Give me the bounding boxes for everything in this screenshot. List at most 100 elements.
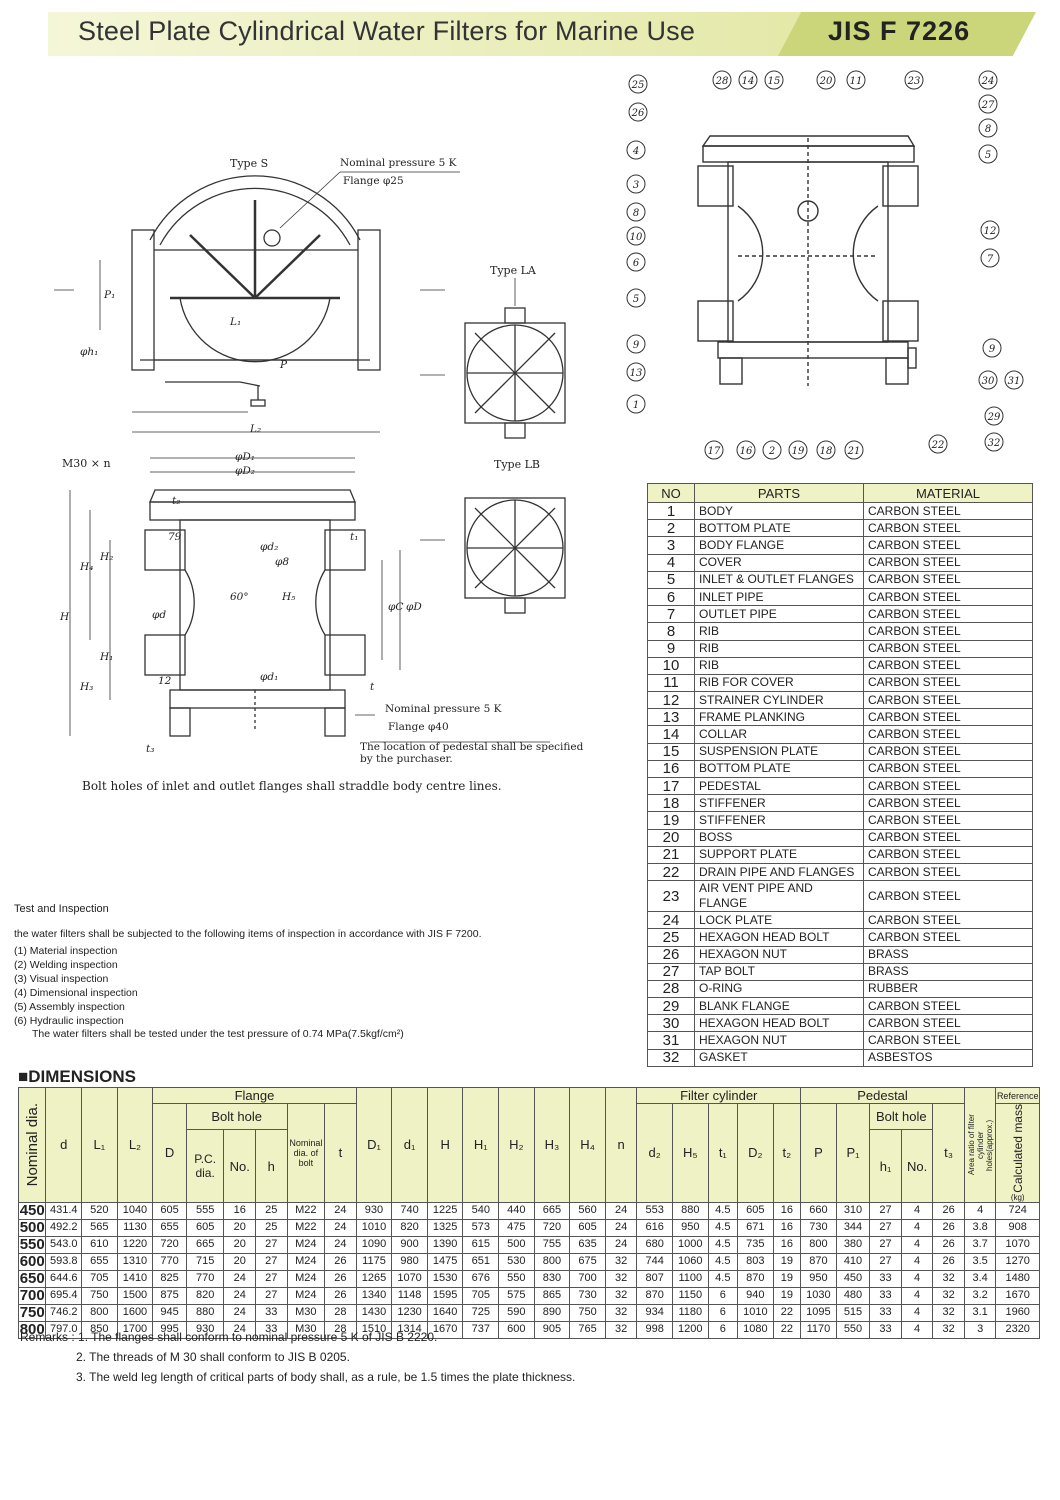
part-name: INLET PIPE [694, 587, 864, 607]
dimension-cell: 26 [324, 1252, 357, 1271]
part-material: CARBON STEEL [863, 536, 1033, 555]
balloon-circle [984, 406, 1004, 426]
dimension-cell: 27 [869, 1252, 902, 1271]
dimension-cell: 880 [185, 1303, 225, 1322]
balloon-label: 32 [988, 438, 1001, 449]
col-D2: D₂ [737, 1103, 774, 1203]
dimension-cell: 16 [772, 1235, 802, 1254]
dimension-cell: 4 [900, 1303, 934, 1322]
dimension-cell: 605 [737, 1201, 774, 1220]
col-P: P [800, 1103, 837, 1203]
dimension-label: t₁ [350, 531, 358, 543]
dimension-cell: 25 [254, 1201, 288, 1220]
balloon-circle [704, 440, 724, 460]
dimension-cell: 1200 [671, 1320, 709, 1339]
dimension-cell: 1595 [426, 1286, 464, 1305]
dimension-cell: 22 [772, 1320, 802, 1339]
flange-bottom: Flange φ40 [388, 721, 449, 733]
balloon-label: 15 [768, 76, 781, 87]
dimension-cell: 3 [963, 1320, 997, 1339]
balloon-circle [984, 432, 1004, 452]
part-name: RIB [694, 656, 864, 675]
nominal-dia-cell: 450 [17, 1201, 47, 1220]
part-number: 31 [647, 1031, 695, 1050]
dimension-cell: 660 [800, 1201, 837, 1220]
dimension-cell: 820 [185, 1286, 225, 1305]
dimension-cell: 32 [932, 1320, 965, 1339]
balloon-label: 25 [631, 80, 645, 91]
part-material: CARBON STEEL [863, 1031, 1033, 1050]
dimension-cell: 24 [604, 1218, 638, 1237]
dimension-cell: 1430 [355, 1303, 393, 1322]
dimension-cell: 870 [800, 1252, 837, 1271]
balloon-label: 31 [1008, 376, 1021, 387]
dimensions-title: ■DIMENSIONS [18, 1067, 136, 1086]
part-material: CARBON STEEL [863, 862, 1033, 882]
inspection-item: (6) Hydraulic inspection [14, 1015, 124, 1027]
balloon-circle [626, 226, 646, 246]
dimension-cell: M24 [286, 1269, 326, 1288]
part-name: PEDESTAL [694, 776, 864, 796]
dimension-cell: 4 [900, 1201, 934, 1220]
part-name: HEXAGON HEAD BOLT [694, 928, 864, 947]
dimension-cell: 730 [569, 1286, 606, 1305]
dimension-label: t₃ [146, 743, 154, 755]
part-number: 10 [647, 656, 695, 675]
part-name: SUSPENSION PLATE [694, 742, 864, 761]
balloon-label: 24 [981, 76, 995, 87]
dimension-cell: 724 [995, 1201, 1040, 1220]
dimension-label: φd₁ [260, 671, 278, 683]
dimension-cell: 520 [81, 1201, 118, 1220]
dimension-cell: 565 [81, 1218, 118, 1237]
dimension-cell: 930 [185, 1320, 225, 1339]
balloon-label: 11 [850, 76, 863, 87]
part-name: COVER [694, 553, 864, 572]
part-material: BRASS [863, 962, 1033, 981]
inspection-item: (1) Material inspection [14, 945, 118, 957]
standard-code: JIS F 7226 [828, 16, 971, 46]
part-name: BODY FLANGE [694, 536, 864, 555]
dimension-cell: 1010 [737, 1303, 774, 1322]
balloon-label: 12 [984, 226, 997, 237]
type-la-label: Type LA [490, 264, 536, 277]
dimension-cell: 431.4 [45, 1201, 83, 1220]
dimension-cell: 1220 [116, 1235, 154, 1254]
dimension-cell: 450 [835, 1269, 871, 1288]
pedestal-note-1: The location of pedestal shall be specif… [360, 741, 584, 753]
inspection-item: (5) Assembly inspection [14, 1001, 125, 1013]
dimension-cell: 27 [254, 1235, 288, 1254]
dimension-cell: 4 [900, 1320, 934, 1339]
dimension-cell: 1530 [426, 1269, 464, 1288]
dimension-cell: 807 [636, 1269, 673, 1288]
col-P1: P₁ [835, 1103, 871, 1203]
part-number: 20 [647, 828, 695, 847]
dimension-cell: 720 [533, 1218, 571, 1237]
dimension-cell: 553 [636, 1201, 673, 1220]
balloon-circle [904, 70, 924, 90]
part-name: AIR VENT PIPE AND FLANGE [694, 880, 864, 913]
dimension-cell: 1080 [737, 1320, 774, 1339]
dimension-cell: 515 [835, 1303, 871, 1322]
balloon-label: 1 [633, 400, 639, 411]
part-material: CARBON STEEL [863, 776, 1033, 796]
dimension-cell: 3.8 [963, 1218, 997, 1237]
part-number: 1 [647, 501, 695, 521]
part-name: BLANK FLANGE [694, 997, 864, 1016]
dimension-cell: M24 [286, 1286, 326, 1305]
dimension-cell: 750 [569, 1303, 606, 1322]
col-d: d [45, 1087, 83, 1203]
dimension-label: φd [152, 609, 166, 621]
dimension-cell: 1000 [671, 1235, 709, 1254]
part-name: BOSS [694, 828, 864, 847]
dimension-label: H₅ [281, 591, 296, 603]
